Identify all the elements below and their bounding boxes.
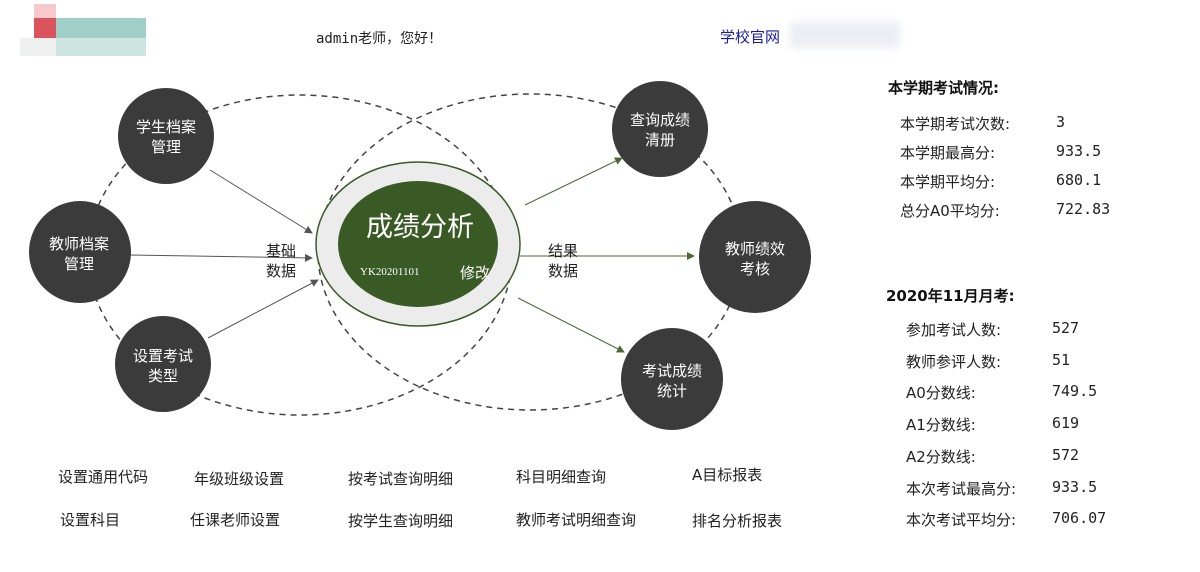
node-student-records-label[interactable]: 学生档案管理 (135, 118, 196, 156)
output-data-label: 结果数据 (548, 242, 579, 280)
stat-value: 3 (1056, 113, 1066, 131)
monthly-title: 2020年11月月考: (886, 287, 1015, 305)
link-query-by-exam[interactable]: 按考试查询明细 (348, 470, 454, 488)
stat-value: 706.07 (1052, 509, 1107, 528)
link-subject-detail[interactable]: 科目明细查询 (516, 468, 607, 486)
stat-label: 教师参评人数: (906, 352, 1002, 371)
stat-label: 参加考试人数: (906, 321, 1002, 339)
stat-value: 527 (1052, 319, 1080, 337)
stat-label: 本次考试最高分: (906, 479, 1017, 498)
link-teacher-exam-detail[interactable]: 教师考试明细查询 (516, 511, 637, 529)
edit-link[interactable]: 修改 (460, 264, 491, 282)
school-logo (20, 4, 150, 56)
workflow-diagram (29, 81, 811, 430)
stat-label: 本次考试平均分: (906, 511, 1017, 530)
center-title[interactable]: 成绩分析 (366, 212, 474, 243)
stat-value: 933.5 (1056, 142, 1102, 160)
node-teacher-performance-label[interactable]: 教师绩效考核 (724, 240, 785, 278)
link-a-target-report[interactable]: A目标报表 (692, 466, 763, 484)
school-site-link[interactable]: 学校官网 (720, 28, 781, 46)
stat-value: 680.1 (1056, 171, 1102, 189)
stat-label: A0分数线: (906, 384, 976, 403)
node-score-stats-label[interactable]: 考试成绩统计 (641, 362, 702, 400)
stat-value: 933.5 (1052, 477, 1098, 496)
stat-label: A2分数线: (906, 447, 976, 466)
exam-code: YK20201101 (360, 266, 420, 278)
node-student-records (118, 88, 214, 184)
semester-title: 本学期考试情况: (888, 79, 999, 97)
node-exam-type-label[interactable]: 设置考试类型 (132, 347, 193, 385)
node-exam-type (115, 316, 211, 412)
redacted-area (790, 22, 900, 48)
stat-value: 572 (1052, 445, 1080, 464)
stat-value: 619 (1052, 414, 1080, 433)
stat-label: 本学期平均分: (900, 173, 996, 191)
node-score-query-label[interactable]: 查询成绩清册 (629, 111, 690, 149)
link-query-by-student[interactable]: 按学生查询明细 (348, 512, 454, 530)
stat-value: 51 (1052, 350, 1071, 369)
stat-label: 总分A0平均分: (900, 202, 1000, 220)
center-node (338, 181, 498, 307)
node-score-stats (621, 328, 723, 430)
link-grade-class[interactable]: 年级班级设置 (194, 470, 285, 488)
link-set-subjects[interactable]: 设置科目 (60, 511, 121, 529)
node-teacher-performance (699, 201, 811, 313)
stat-value: 722.83 (1056, 200, 1111, 218)
stat-label: A1分数线: (906, 416, 976, 435)
greeting: admin老师，您好！ (316, 31, 443, 47)
link-common-codes[interactable]: 设置通用代码 (58, 468, 149, 486)
stat-value: 749.5 (1052, 382, 1098, 401)
stat-label: 本学期考试次数: (900, 115, 1011, 133)
stat-label: 本学期最高分: (900, 144, 996, 162)
link-ranking-report[interactable]: 排名分析报表 (692, 512, 783, 530)
node-teacher-records (29, 201, 131, 303)
node-teacher-records-label[interactable]: 教师档案管理 (48, 235, 109, 273)
input-data-label: 基础数据 (266, 242, 297, 280)
link-teacher-assign[interactable]: 任课老师设置 (190, 511, 281, 529)
node-score-query (612, 81, 708, 177)
